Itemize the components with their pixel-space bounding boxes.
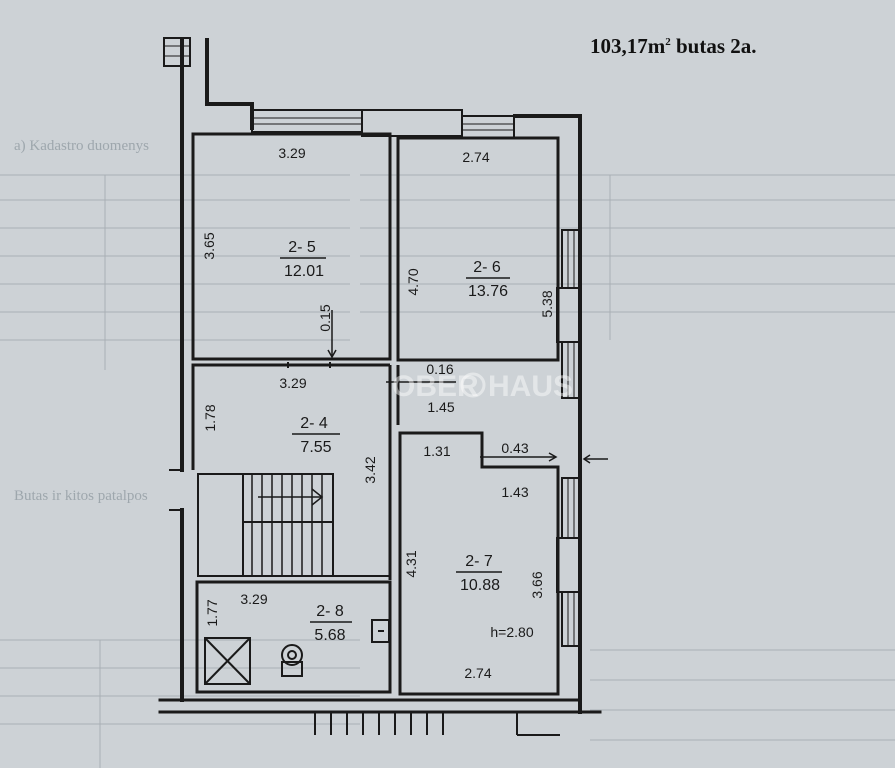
sink-icon <box>371 619 390 643</box>
dim-r6-width: 2.74 <box>462 149 489 165</box>
room-height-note: h=2.80 <box>490 624 533 640</box>
watermark: OBER HAUS <box>392 370 573 403</box>
background-document <box>0 174 895 768</box>
watermark-right: HAUS <box>488 370 573 403</box>
toilet-icon <box>281 644 303 677</box>
watermark-emblem-icon <box>460 372 486 398</box>
background-apartment-title: Butas ir kitos patalpos <box>14 488 148 504</box>
dim-r5-width: 3.29 <box>278 145 305 161</box>
dim-r4-depth: 3.42 <box>362 456 378 483</box>
room-2-4-area: 7.55 <box>300 439 331 456</box>
dim-r6-height: 4.70 <box>405 268 421 295</box>
room-2-7 <box>398 431 560 696</box>
room-2-5 <box>191 132 392 361</box>
dim-corridor-gap: 0.16 <box>426 361 453 377</box>
dim-r7-height: 4.31 <box>403 550 419 577</box>
room-2-5-area: 12.01 <box>284 263 324 280</box>
room-2-6-id: 2- 6 <box>473 259 501 276</box>
room-2-6 <box>396 136 560 362</box>
room-2-4-id: 2- 4 <box>300 415 328 432</box>
dim-r8-height: 1.77 <box>204 599 220 626</box>
building-walls <box>158 37 602 714</box>
room-2-4 <box>191 363 390 470</box>
balcony-railing <box>314 712 560 736</box>
dimension-marks <box>287 310 608 464</box>
apartment-area: 103,17m <box>590 34 666 58</box>
dim-r8-width: 3.29 <box>240 591 267 607</box>
room-2-6-area: 13.76 <box>468 283 508 300</box>
dim-niche-c: 1.43 <box>501 484 528 500</box>
dim-r7-bottom: 2.74 <box>464 665 491 681</box>
dim-r7-side: 3.66 <box>529 571 545 598</box>
area-unit-superscript: 2 <box>665 36 671 48</box>
room-2-7-id: 2- 7 <box>465 553 493 570</box>
dim-r4-height: 1.78 <box>202 404 218 431</box>
watermark-left: OBER <box>392 370 479 403</box>
dim-r5-height: 3.65 <box>201 232 217 259</box>
staircase <box>197 473 390 577</box>
dim-niche-a: 1.31 <box>423 443 450 459</box>
background-section-title: a) Kadastro duomenys <box>14 138 149 154</box>
room-2-8-area: 5.68 <box>314 627 345 644</box>
dim-r4-width: 3.29 <box>279 375 306 391</box>
shower-icon <box>204 637 251 685</box>
apartment-label: butas 2a. <box>670 34 757 58</box>
apartment-headline: 103,17m2 butas 2a. <box>590 34 757 59</box>
dim-niche-b: 0.43 <box>501 440 528 456</box>
room-2-8-id: 2- 8 <box>316 603 344 620</box>
dim-corridor-width: 1.45 <box>427 399 454 415</box>
room-2-5-id: 2- 5 <box>288 239 316 256</box>
dim-r5-gap: 0.15 <box>317 304 333 331</box>
dim-r6-side: 5.38 <box>539 290 555 317</box>
room-2-7-area: 10.88 <box>460 577 500 594</box>
